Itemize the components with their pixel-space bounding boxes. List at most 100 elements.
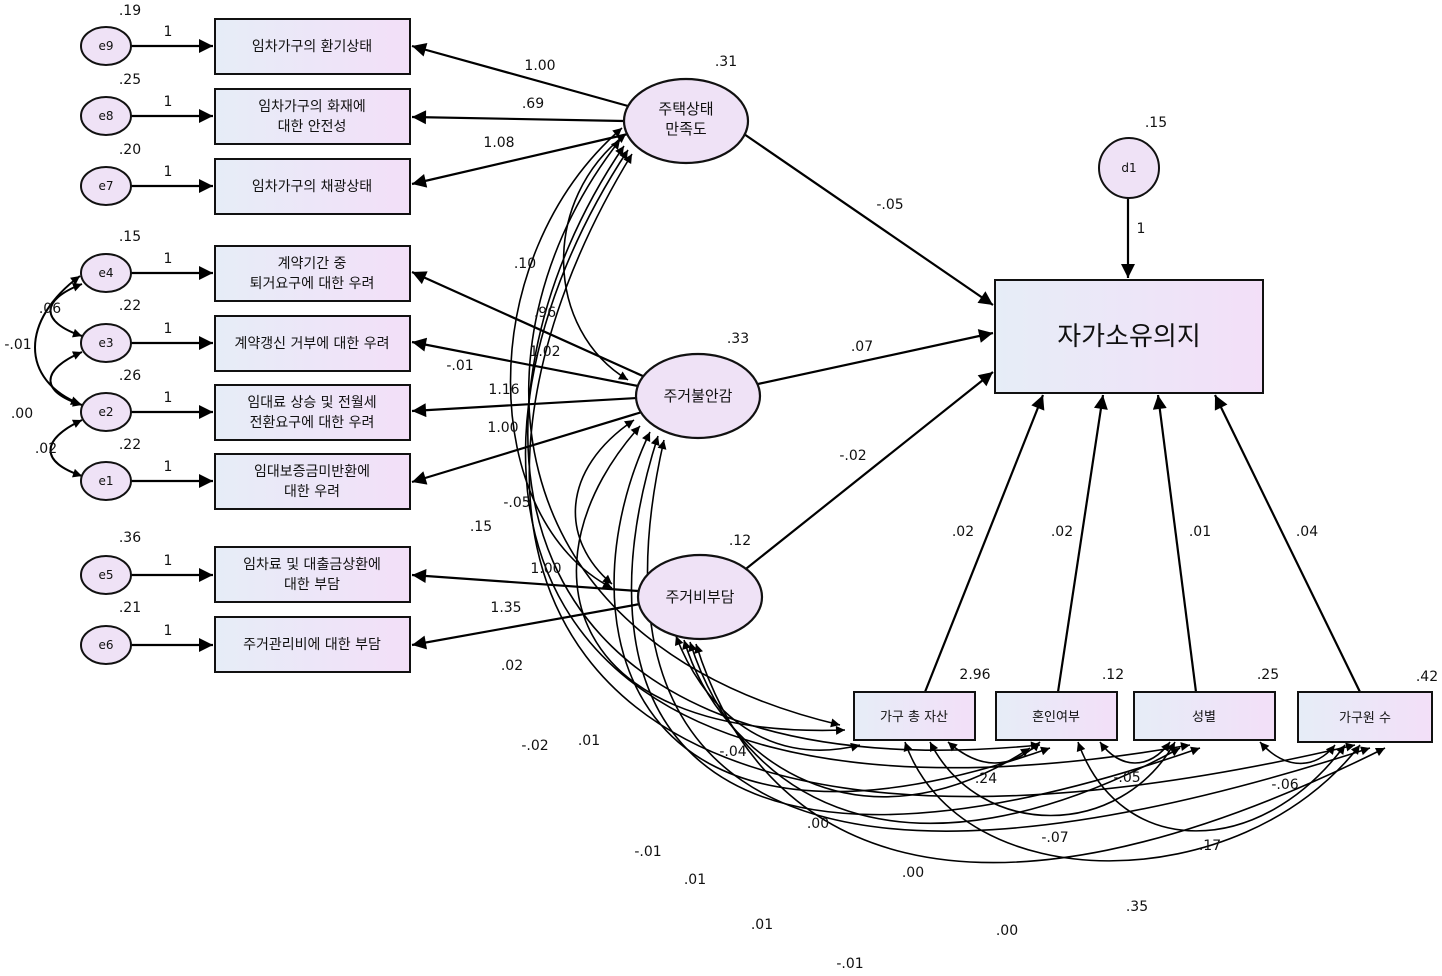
cov-curve (1259, 741, 1336, 765)
covariance-label: .01 (578, 733, 600, 749)
control-variables: 가구 총 자산 2.96 혼인여부 .12 성별 .25 가구원 수 .42 (853, 667, 1438, 743)
structural-path (741, 371, 994, 573)
error-e7: e7 (80, 166, 132, 206)
control-path (1152, 394, 1198, 693)
disturbance-path-weight: 1 (1137, 221, 1146, 237)
cov-curve (674, 635, 861, 752)
error-variance: .36 (119, 530, 141, 546)
covariance-label: -.05 (1113, 770, 1140, 786)
coefficient-labels: 1.00 .69 1.08 .96 -.01 1.16 1.00 1.00 1.… (446, 58, 1318, 972)
error-covariance-label: -.01 (4, 337, 31, 353)
error-e4: e4 (80, 253, 132, 293)
error-e3: e3 (80, 323, 132, 363)
covariance-label: .00 (996, 923, 1018, 939)
covariance-label: -.05 (503, 495, 530, 511)
indicator-x9: 임차가구의 환기상태 (214, 18, 411, 75)
indicator-label: 임차료 및 대출금상환에 (243, 557, 381, 573)
error-e1: e1 (80, 461, 132, 501)
indicator-label: 계약갱신 거부에 대한 우려 (234, 336, 389, 352)
control-marital-status: 혼인여부 .12 (995, 667, 1124, 741)
indicator-x3: 계약갱신 거부에 대한 우려 (214, 315, 411, 372)
error-path-weight: 1 (164, 321, 173, 337)
error-variance: .26 (119, 368, 141, 384)
loading-path (411, 396, 638, 418)
control-variance: .25 (1257, 667, 1279, 683)
loading-path (411, 132, 629, 188)
indicator-x7: 임차가구의 채광상태 (214, 158, 411, 215)
control-label: 가구 총 자산 (880, 710, 948, 725)
loading-label: .69 (522, 96, 544, 112)
err-cov-curve (49, 419, 83, 478)
covariance-label: .35 (1126, 899, 1148, 915)
latent-label: 주거불안감 (663, 387, 732, 405)
cov-curve (929, 741, 1176, 817)
error-paths (131, 39, 213, 652)
covariance-label: .01 (751, 917, 773, 933)
loading-label: 1.35 (490, 600, 521, 616)
loading-path (411, 43, 629, 108)
structural-path (757, 329, 994, 386)
control-household-size: 가구원 수 .42 (1297, 669, 1438, 743)
control-path-label: .02 (1051, 524, 1073, 540)
indicator-x2: 임대료 상승 및 전월세 전환요구에 대한 우려 (214, 384, 411, 441)
loading-label: 1.08 (483, 135, 514, 151)
indicator-x5: 임차료 및 대출금상환에 대한 부담 (214, 546, 411, 603)
control-label: 가구원 수 (1339, 711, 1391, 726)
control-path (1056, 394, 1108, 693)
cov-curve (1076, 741, 1346, 832)
disturbance-variance: .15 (1145, 115, 1167, 131)
indicator-label: 퇴거요구에 대한 우려 (250, 276, 375, 292)
indicator-label: 계약기간 중 (278, 256, 347, 272)
cov-curve (947, 741, 1041, 764)
covariance-label: .10 (514, 256, 536, 272)
loading-label: 1.00 (524, 58, 555, 74)
err-cov-curve (34, 275, 81, 405)
structural-paths (741, 133, 1361, 693)
disturbance-name: d1 (1121, 161, 1136, 175)
control-label: 성별 (1192, 710, 1216, 725)
error-variance: .25 (119, 72, 141, 88)
latent-label: 주거비부담 (665, 588, 734, 606)
latent-variance: .12 (729, 533, 751, 549)
indicator-label: 임대료 상승 및 전월세 (247, 395, 376, 411)
error-covariance-label: .06 (39, 301, 61, 317)
cov-curve (509, 127, 623, 589)
error-variance: .21 (119, 600, 141, 616)
control-path-label: .02 (952, 524, 974, 540)
loading-label: -.01 (446, 358, 473, 374)
indicator-label: 임차가구의 환기상태 (252, 39, 372, 55)
latent-label: 주택상태 (658, 100, 713, 118)
control-path-label: .01 (1189, 524, 1211, 540)
indicator-x8: 임차가구의 화재에 대한 안전성 (214, 88, 411, 145)
indicator-x1: 임대보증금미반환에 대한 우려 (214, 453, 411, 510)
cov-curve (1099, 741, 1171, 764)
covariance-label: .00 (902, 865, 924, 881)
error-values: .19 .25 .20 .15 .22 .26 .22 .36 .21 1 1 … (4, 3, 172, 639)
latent-label: 만족도 (665, 120, 707, 138)
loading-label: 1.00 (487, 420, 518, 436)
loading-label: .96 (534, 305, 556, 321)
covariance-label: .02 (501, 658, 523, 674)
error-e6: e6 (80, 625, 132, 665)
control-path-label: .04 (1296, 524, 1318, 540)
error-covariance-label: .02 (35, 441, 57, 457)
cov-curve (646, 439, 1371, 832)
error-variance: .20 (119, 142, 141, 158)
outcome-variable: 자가소유의지 (994, 279, 1264, 394)
error-path-weight: 1 (164, 553, 173, 569)
outcome-label: 자가소유의지 (1057, 322, 1201, 352)
error-terms: e9 e8 e7 e4 e3 e2 e1 e5 e6 (80, 26, 132, 665)
loading-path (411, 410, 643, 485)
control-total-assets: 가구 총 자산 2.96 (853, 667, 991, 741)
error-path-weight: 1 (164, 623, 173, 639)
error-variance: .19 (119, 3, 141, 19)
control-variance: .12 (1102, 667, 1124, 683)
cov-curve (574, 419, 635, 585)
error-e8: e8 (80, 96, 132, 136)
error-path-weight: 1 (164, 390, 173, 406)
error-covariance-label: .00 (11, 406, 33, 422)
indicator-label: 대한 부담 (284, 577, 340, 593)
loading-path (411, 337, 639, 388)
indicator-x4: 계약기간 중 퇴거요구에 대한 우려 (214, 245, 411, 302)
